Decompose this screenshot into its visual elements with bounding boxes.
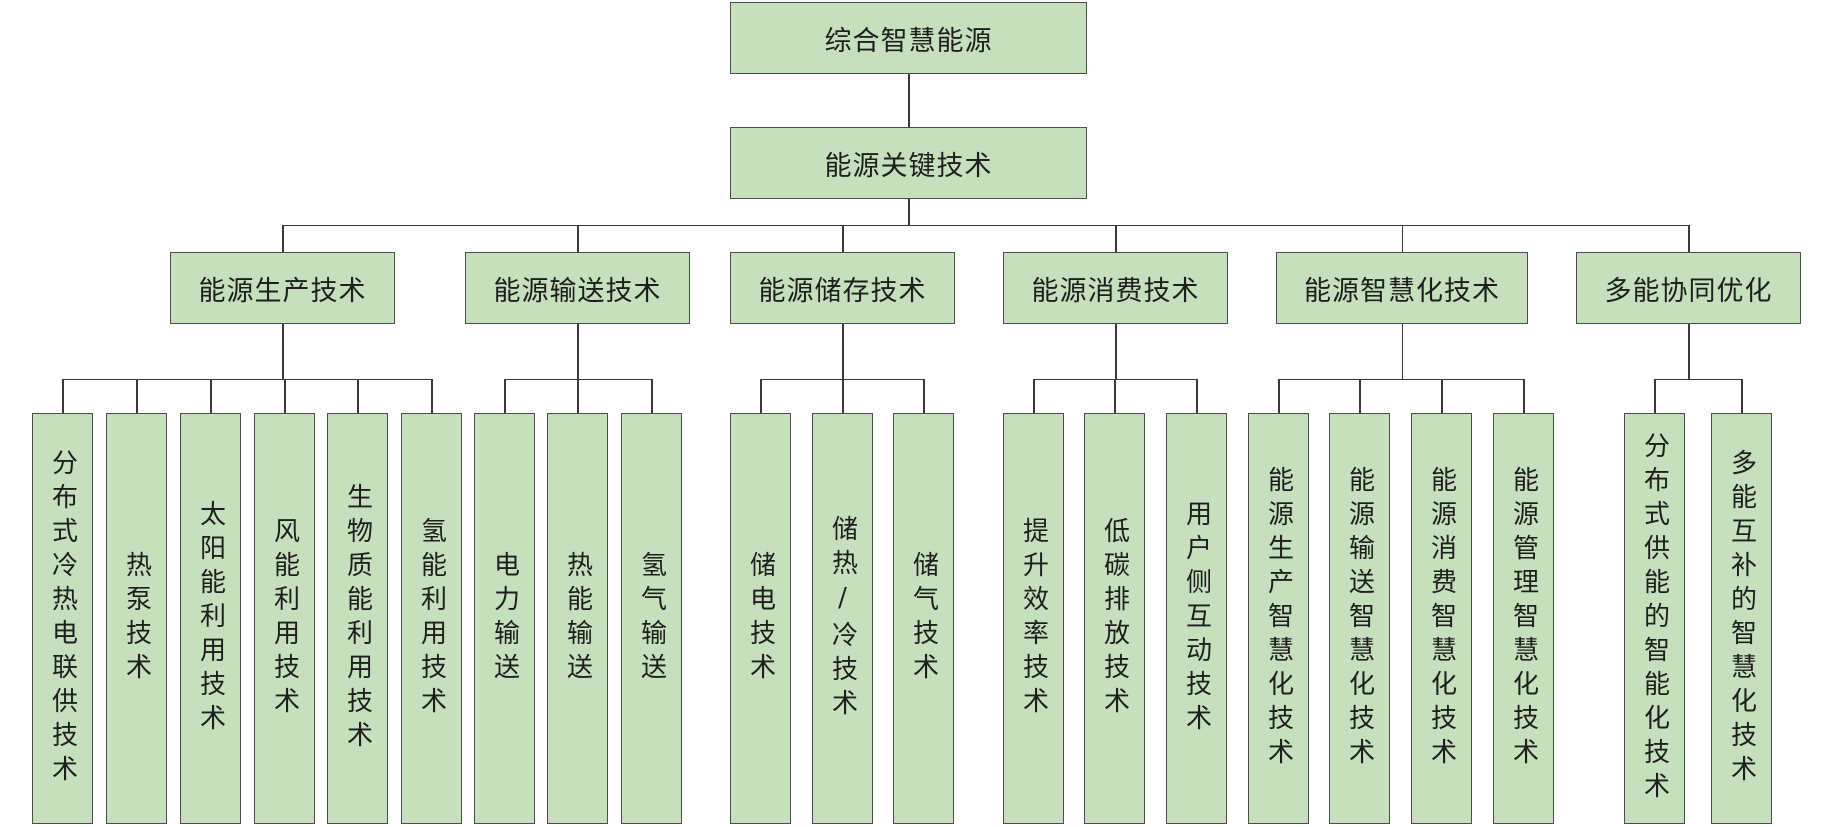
- connector-line: [1741, 379, 1743, 413]
- leaf-node: 低碳排放技术: [1084, 413, 1145, 824]
- leaf-node: 热泵技术: [106, 413, 167, 824]
- connector-line: [842, 379, 844, 413]
- connector-line: [282, 225, 284, 252]
- connector-line: [577, 379, 579, 413]
- leaf-label: 多能互补的智慧化技术: [1726, 448, 1757, 789]
- connector-line: [908, 74, 910, 127]
- connector-line: [281, 224, 1690, 226]
- category-node: 能源储存技术: [730, 252, 955, 324]
- connector-line: [136, 379, 138, 413]
- leaf-node: 氢气输送: [621, 413, 682, 824]
- connector-line: [1688, 225, 1690, 252]
- connector-line: [577, 324, 579, 379]
- connector-line: [842, 324, 844, 379]
- leaf-label: 氢气输送: [636, 550, 667, 687]
- category-node: 能源输送技术: [465, 252, 690, 324]
- leaf-label: 分布式供能的智能化技术: [1639, 431, 1670, 806]
- leaf-node: 风能利用技术: [254, 413, 315, 824]
- connector-line: [1278, 378, 1525, 380]
- leaf-node: 分布式供能的智能化技术: [1624, 413, 1685, 824]
- leaf-label: 电力输送: [489, 550, 520, 687]
- leaf-label: 用户侧互动技术: [1181, 499, 1212, 738]
- connector-line: [1115, 225, 1117, 252]
- connector-line: [284, 379, 286, 413]
- leaf-label: 能源生产智慧化技术: [1263, 465, 1294, 772]
- connector-line: [1359, 379, 1361, 413]
- connector-line: [760, 378, 925, 380]
- connector-line: [1401, 324, 1403, 379]
- category-node: 能源智慧化技术: [1276, 252, 1528, 324]
- leaf-label: 提升效率技术: [1018, 516, 1049, 721]
- leaf-node: 生物质能利用技术: [327, 413, 388, 824]
- leaf-label: 能源输送智慧化技术: [1344, 465, 1375, 772]
- leaf-label: 生物质能利用技术: [342, 482, 373, 755]
- leaf-label: 储气技术: [908, 550, 939, 687]
- leaf-label: 热能输送: [562, 550, 593, 687]
- connector-line: [431, 379, 433, 413]
- connector-line: [842, 225, 844, 252]
- leaf-node: 提升效率技术: [1003, 413, 1064, 824]
- connector-line: [504, 378, 653, 380]
- leaf-node: 氢能利用技术: [401, 413, 462, 824]
- leaf-label: 能源管理智慧化技术: [1508, 465, 1539, 772]
- connector-line: [1401, 225, 1403, 252]
- leaf-label: 热泵技术: [121, 550, 152, 687]
- leaf-node: 电力输送: [474, 413, 535, 824]
- leaf-label: 储电技术: [745, 550, 776, 687]
- connector-line: [908, 199, 910, 225]
- leaf-label: 风能利用技术: [269, 516, 300, 721]
- connector-line: [1115, 324, 1117, 379]
- connector-line: [1033, 378, 1198, 380]
- leaf-node: 太阳能利用技术: [180, 413, 241, 824]
- category-node: 能源生产技术: [170, 252, 395, 324]
- leaf-node: 用户侧互动技术: [1166, 413, 1227, 824]
- connector-line: [210, 379, 212, 413]
- leaf-node: 储热/冷技术: [812, 413, 873, 824]
- leaf-node: 储电技术: [730, 413, 791, 824]
- leaf-label: 分布式冷热电联供技术: [47, 448, 78, 789]
- leaf-node: 热能输送: [547, 413, 608, 824]
- leaf-label: 低碳排放技术: [1099, 516, 1130, 721]
- connector-line: [577, 225, 579, 252]
- category-node: 能源消费技术: [1003, 252, 1228, 324]
- key-technology-node: 能源关键技术: [730, 127, 1087, 199]
- connector-line: [1033, 379, 1035, 413]
- leaf-node: 能源输送智慧化技术: [1329, 413, 1390, 824]
- connector-line: [1654, 378, 1743, 380]
- connector-line: [357, 379, 359, 413]
- leaf-node: 多能互补的智慧化技术: [1711, 413, 1772, 824]
- connector-line: [1688, 324, 1690, 379]
- leaf-label: 能源消费智慧化技术: [1426, 465, 1457, 772]
- connector-line: [504, 379, 506, 413]
- connector-line: [760, 379, 762, 413]
- root-node: 综合智慧能源: [730, 2, 1087, 74]
- connector-line: [1278, 379, 1280, 413]
- connector-line: [62, 379, 64, 413]
- leaf-node: 储气技术: [893, 413, 954, 824]
- category-node: 多能协同优化: [1576, 252, 1801, 324]
- leaf-node: 能源管理智慧化技术: [1493, 413, 1554, 824]
- leaf-label: 太阳能利用技术: [195, 499, 226, 738]
- connector-line: [651, 379, 653, 413]
- leaf-node: 能源消费智慧化技术: [1411, 413, 1472, 824]
- connector-line: [1196, 379, 1198, 413]
- connector-line: [1114, 379, 1116, 413]
- connector-line: [1654, 379, 1656, 413]
- connector-line: [1523, 379, 1525, 413]
- leaf-label: 氢能利用技术: [416, 516, 447, 721]
- connector-line: [923, 379, 925, 413]
- leaf-node: 能源生产智慧化技术: [1248, 413, 1309, 824]
- connector-line: [1441, 379, 1443, 413]
- leaf-node: 分布式冷热电联供技术: [32, 413, 93, 824]
- connector-line: [62, 378, 433, 380]
- leaf-label: 储热/冷技术: [827, 514, 858, 723]
- connector-line: [282, 324, 284, 379]
